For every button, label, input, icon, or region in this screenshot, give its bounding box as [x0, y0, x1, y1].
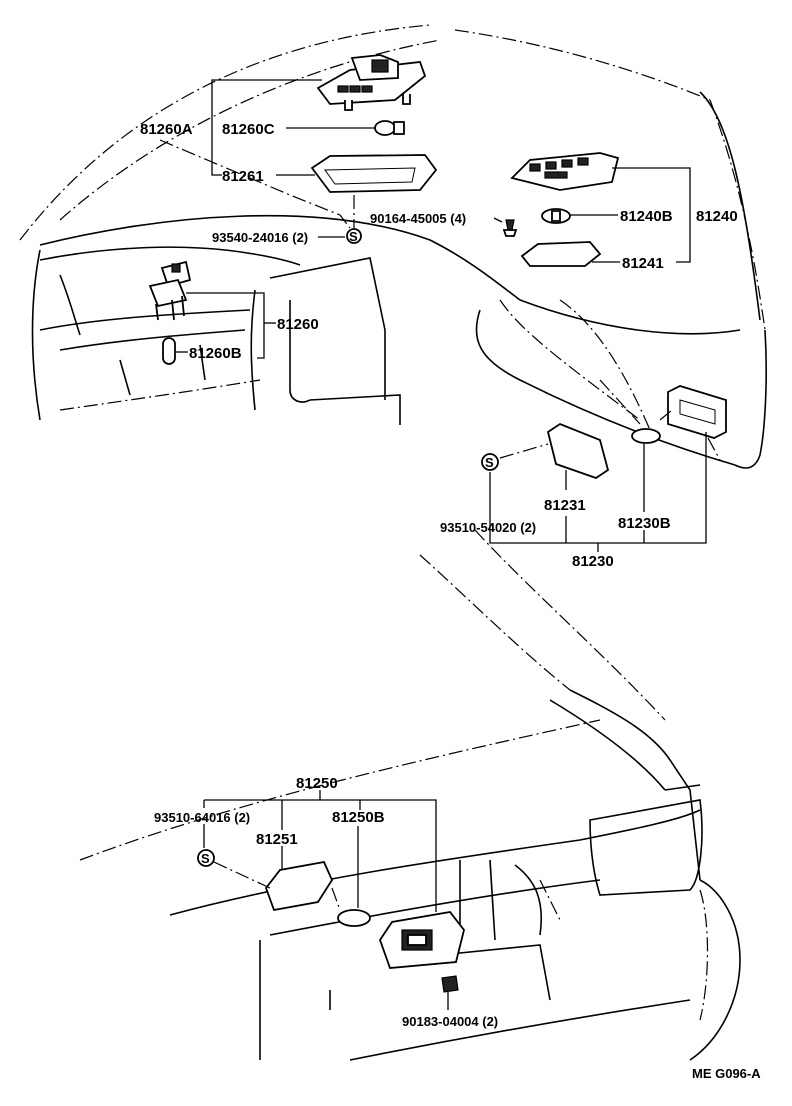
screw-marker-93510a: S: [481, 453, 499, 471]
screw-marker-93510b: S: [197, 849, 215, 867]
bulb-81260C-icon: [374, 120, 405, 136]
label-81251: 81251: [256, 831, 298, 848]
svg-text:S: S: [201, 851, 210, 866]
bulb-81230B-icon: [631, 428, 661, 444]
lens-81251: [264, 860, 334, 912]
label-81260: 81260: [277, 316, 319, 333]
screw-90164-icon: [502, 219, 518, 237]
lens-81231: [546, 422, 610, 479]
bulb-81250B-icon: [337, 909, 371, 927]
lens-81261: [310, 154, 438, 193]
label-81261: 81261: [222, 168, 264, 185]
label-90183: 90183-04004 (2): [402, 1014, 498, 1029]
nut-90183-icon: [441, 975, 459, 993]
label-93540: 93540-24016 (2): [212, 230, 308, 245]
lamp-assembly-81260A: [316, 54, 427, 111]
leader-lines: [159, 79, 721, 1010]
label-93510-64016: 93510-64016 (2): [154, 810, 250, 825]
label-81260A: 81260A: [140, 121, 193, 138]
bulb-81260B-icon: [162, 337, 176, 365]
trunk-outline: [79, 529, 741, 1061]
label-81230B: 81230B: [618, 515, 671, 532]
diagram-code: ME G096-A: [692, 1066, 761, 1081]
part-labels: 81260A 81260C 81261 93540-24016 (2) 8126…: [140, 121, 761, 1081]
label-81230: 81230: [572, 553, 614, 570]
label-81250: 81250: [296, 775, 338, 792]
label-81241: 81241: [622, 255, 664, 272]
lamp-81230-housing: [667, 385, 727, 439]
lens-81241: [520, 241, 602, 267]
lamp-81240-housing: [510, 152, 620, 191]
bulb-81240B-icon: [541, 208, 571, 224]
label-90164: 90164-45005 (4): [370, 211, 466, 226]
lamp-81250-housing: [379, 911, 465, 969]
svg-text:S: S: [485, 455, 494, 470]
label-81240: 81240: [696, 208, 738, 225]
roof-interior-outline: [19, 24, 767, 469]
svg-text:S: S: [349, 229, 358, 244]
label-93510-54020: 93510-54020 (2): [440, 520, 536, 535]
label-81260C: 81260C: [222, 121, 275, 138]
lamp-81260-side: [148, 260, 192, 321]
label-81231: 81231: [544, 497, 586, 514]
label-81240B: 81240B: [620, 208, 673, 225]
screw-marker-93540: S: [346, 228, 362, 244]
label-81250B: 81250B: [332, 809, 385, 826]
label-81260B: 81260B: [189, 345, 242, 362]
